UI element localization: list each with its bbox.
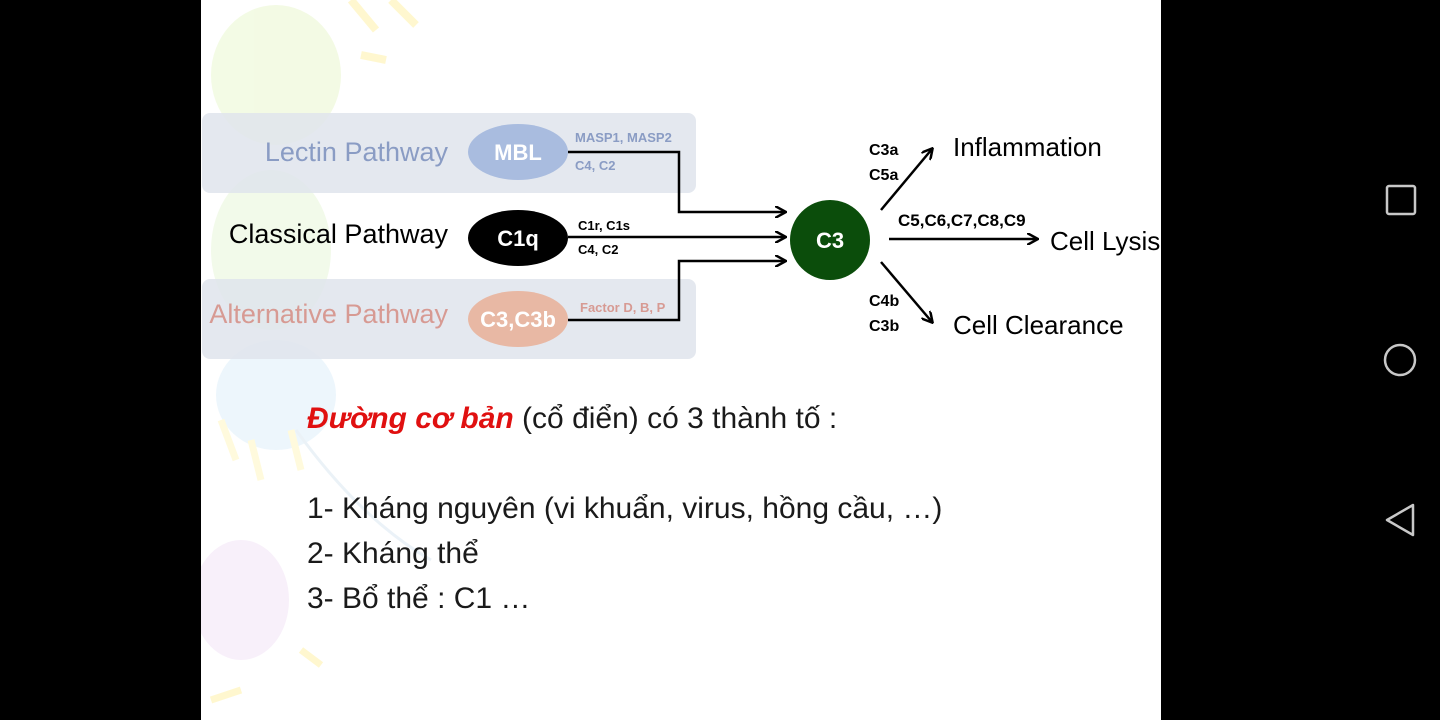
- square-icon: [1385, 184, 1417, 216]
- c3-node-label: C3: [816, 228, 844, 253]
- lectin-enzymes-bottom: C4, C2: [575, 158, 615, 173]
- navigation-bar: [1383, 184, 1417, 537]
- cell-clearance-label: Cell Clearance: [953, 310, 1124, 340]
- inflammation-factor-bottom: C5a: [869, 167, 898, 184]
- inflammation-label: Inflammation: [953, 132, 1102, 162]
- clearance-factor-top: C4b: [869, 293, 899, 310]
- mbl-node-label: MBL: [494, 140, 542, 165]
- slide-canvas: Lectin Pathway Classical Pathway Alterna…: [201, 0, 1160, 704]
- lectin-arrow: [568, 150, 785, 212]
- back-button[interactable]: [1385, 503, 1415, 537]
- lectin-box: [202, 113, 696, 193]
- home-button[interactable]: [1383, 343, 1417, 377]
- mbl-node: [468, 124, 568, 180]
- pathway-heading: Đường cơ bản (cổ điển) có 3 thành tố :: [307, 396, 1127, 441]
- list-item: 1- Kháng nguyên (vi khuẩn, virus, hồng c…: [307, 492, 943, 525]
- recents-button[interactable]: [1385, 184, 1417, 216]
- alternative-box: [202, 279, 696, 359]
- pathway-heading-emphasis: Đường cơ bản: [307, 402, 514, 435]
- lectin-pathway-label: Lectin Pathway: [265, 137, 449, 167]
- c1q-node: [468, 210, 568, 266]
- slide: Lectin Pathway Classical Pathway Alterna…: [201, 0, 1161, 720]
- alternative-enzymes: Factor D, B, P: [580, 300, 666, 315]
- c1q-node-label: C1q: [497, 226, 539, 251]
- c3c3b-node: [468, 291, 568, 347]
- classical-pathway-label: Classical Pathway: [229, 219, 449, 249]
- cell-lysis-label: Cell Lysis: [1050, 226, 1160, 256]
- clearance-arrow: [880, 261, 932, 322]
- triangle-back-icon: [1385, 503, 1415, 537]
- slide-body-text: Đường cơ bản (cổ điển) có 3 thành tố : 1…: [307, 396, 1127, 621]
- lysis-factors: C5,C6,C7,C8,C9: [898, 211, 1026, 230]
- list-item: 2- Kháng thể: [307, 537, 479, 570]
- clearance-factor-bottom: C3b: [869, 318, 899, 335]
- inflammation-factor-top: C3a: [869, 142, 898, 159]
- circle-icon: [1383, 343, 1417, 377]
- alternative-arrow: [568, 261, 785, 322]
- classical-enzymes-top: C1r, C1s: [578, 218, 630, 233]
- c3c3b-node-label: C3,C3b: [480, 307, 556, 332]
- list-item: 3- Bổ thể : C1 …: [307, 582, 531, 615]
- c3-node: [790, 200, 870, 280]
- inflammation-arrow: [880, 149, 932, 211]
- classical-enzymes-bottom: C4, C2: [578, 242, 618, 257]
- pathway-heading-rest: (cổ điển) có 3 thành tố :: [513, 402, 838, 435]
- lectin-enzymes-top: MASP1, MASP2: [575, 130, 672, 145]
- alternative-pathway-label: Alternative Pathway: [209, 299, 448, 329]
